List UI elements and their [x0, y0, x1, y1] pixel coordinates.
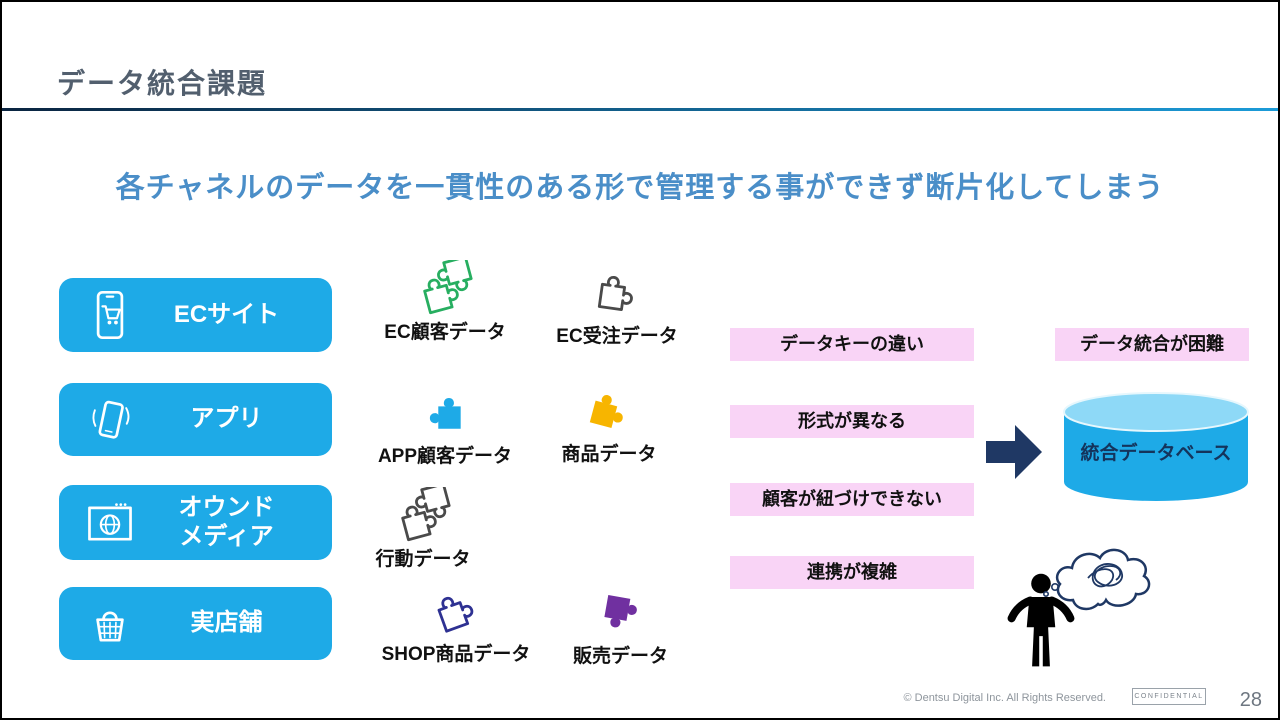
mobile-app-icon: [92, 400, 130, 439]
puzzle-piece-icon: [602, 594, 639, 631]
data-item: 商品データ: [544, 382, 674, 466]
data-item-label: 販売データ: [572, 646, 668, 667]
puzzle-piece-icon: [434, 590, 477, 633]
issue-box-format: 形式が異なる: [730, 405, 974, 438]
puzzle-pair-icon: [399, 487, 451, 542]
data-item-label: EC顧客データ: [384, 322, 506, 343]
puzzle-piece-icon: [589, 392, 628, 431]
browser-globe-icon: [88, 502, 132, 541]
channel-app: アプリ: [59, 383, 332, 456]
issue-box-data-key: データキーの違い: [730, 328, 974, 361]
channel-label: 実店舗: [190, 609, 263, 637]
data-item: 販売データ: [558, 584, 683, 668]
data-item-label: APP顧客データ: [377, 446, 513, 467]
channel-label: ECサイト: [173, 300, 280, 328]
puzzle-pair-icon: [421, 260, 473, 315]
data-item: 行動データ: [358, 487, 488, 571]
channel-store: 実店舗: [59, 587, 332, 660]
page-title: データ統合課題: [57, 68, 268, 99]
data-item: APP顧客データ: [370, 384, 520, 468]
puzzle-piece-icon: [429, 398, 461, 429]
channel-label: アプリ: [190, 405, 263, 433]
confidential-badge: CONFIDENTIAL: [1132, 688, 1206, 705]
thought-bubble-icon: [1042, 548, 1151, 611]
database-label: 統合データベース: [1080, 443, 1232, 464]
page-number: 28: [1239, 689, 1262, 711]
data-item: EC受注データ: [542, 264, 692, 348]
channel-label: オウンドメディア: [178, 493, 275, 550]
channel-owned-media: オウンドメディア: [59, 485, 332, 560]
main-heading: 各チャネルのデータを一貫性のある形で管理する事ができず断片化してしまう: [115, 172, 1165, 204]
data-item-label: 商品データ: [561, 444, 657, 465]
issue-box-integration: 連携が複雑: [730, 556, 974, 589]
shopping-basket-icon: [96, 610, 124, 642]
data-item-label: 行動データ: [375, 549, 471, 570]
confused-person-icon: [1007, 573, 1075, 667]
database-cylinder-icon: [1063, 392, 1249, 501]
data-item: EC顧客データ: [370, 260, 520, 344]
data-item-label: EC受注データ: [556, 326, 678, 347]
result-issue-box: データ統合が困難: [1055, 328, 1249, 361]
copyright-text: © Dentsu Digital Inc. All Rights Reserve…: [903, 692, 1106, 704]
issue-box-customer-link: 顧客が紐づけできない: [730, 483, 974, 516]
data-item-label: SHOP商品データ: [381, 644, 531, 665]
channel-ec-site: ECサイト: [59, 278, 332, 352]
phone-cart-icon: [96, 290, 124, 340]
puzzle-piece-icon: [597, 274, 636, 313]
data-item: SHOP商品データ: [367, 582, 545, 666]
right-arrow-icon: [986, 425, 1042, 479]
title-underline: [2, 108, 1278, 111]
